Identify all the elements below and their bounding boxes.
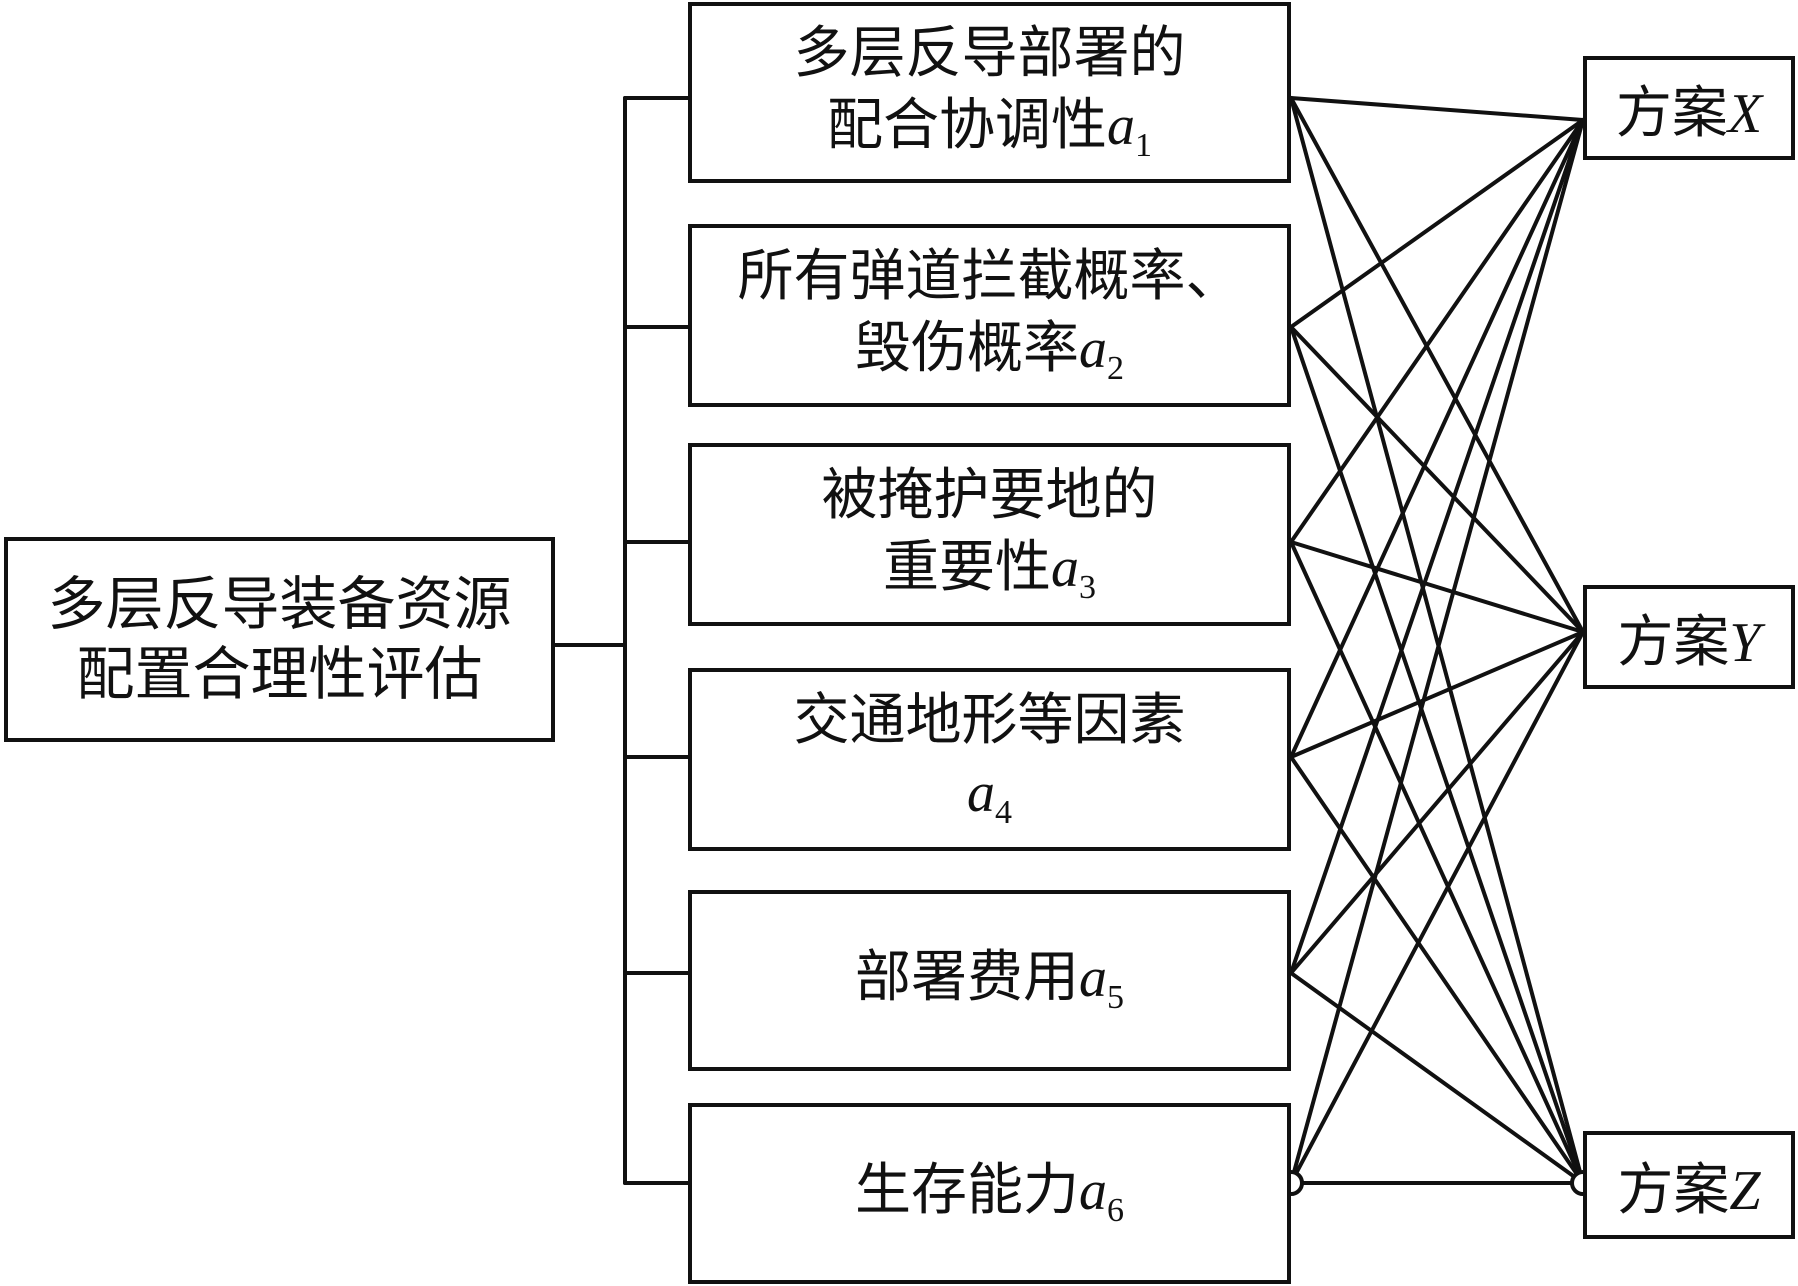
link-line-a4-z	[1289, 755, 1585, 1185]
link-line-a3-y	[1289, 540, 1585, 634]
criterion-5-line-1: 部署费用a5	[855, 942, 1124, 1019]
link-line-a6-x	[1289, 118, 1585, 1185]
criterion-1-variable: a	[1107, 94, 1135, 157]
option-y-variable: Y	[1729, 611, 1761, 674]
link-line-a1-y	[1289, 96, 1585, 634]
criterion-node-3: 被掩护要地的 重要性a3	[688, 443, 1291, 626]
criterion-2-subscript: 2	[1107, 349, 1124, 387]
option-node-z: 方案Z	[1583, 1131, 1795, 1239]
criterion-6-line-1: 生存能力a6	[855, 1155, 1124, 1232]
option-x-label: 方案X	[1616, 68, 1762, 149]
criterion-1-line-1: 多层反导部署的	[793, 20, 1186, 86]
link-line-a3-x	[1289, 118, 1585, 544]
criterion-6-text: 生存能力	[855, 1157, 1079, 1223]
criterion-3-line-1: 被掩护要地的	[821, 462, 1158, 528]
criterion-2-line-1: 所有弹道拦截概率、	[737, 243, 1242, 309]
criterion-3-line-2: 重要性a3	[883, 532, 1096, 609]
criterion-node-4: 交通地形等因素 a4	[688, 668, 1291, 851]
option-z-label: 方案Z	[1617, 1145, 1760, 1226]
criterion-3-text: 重要性	[883, 534, 1051, 600]
criterion-1-text: 配合协调性	[827, 92, 1107, 158]
option-x-variable: X	[1727, 82, 1763, 145]
link-line-a1-z	[1289, 96, 1585, 1185]
option-node-x: 方案X	[1583, 56, 1795, 160]
link-line-a4-y	[1289, 630, 1585, 759]
link-line-a2-y	[1289, 325, 1585, 634]
criterion-5-variable: a	[1079, 946, 1107, 1009]
criterion-4-line-1: 交通地形等因素	[793, 687, 1186, 753]
criterion-node-6: 生存能力a6	[688, 1103, 1291, 1284]
root-line-2: 配置合理性评估	[76, 639, 483, 708]
link-line-a1-x	[1289, 96, 1585, 122]
link-line-a5-x	[1289, 118, 1585, 975]
link-line-a5-z	[1289, 971, 1585, 1185]
option-y-text: 方案	[1617, 609, 1730, 675]
link-line-a2-z	[1289, 325, 1585, 1185]
criterion-node-5: 部署费用a5	[688, 890, 1291, 1071]
criterion-2-line-2: 毁伤概率a2	[855, 313, 1124, 390]
criterion-3-subscript: 3	[1079, 568, 1096, 606]
criterion-4-variable: a	[967, 761, 995, 824]
criterion-4-subscript: 4	[995, 793, 1012, 831]
link-line-a4-x	[1289, 118, 1585, 759]
link-line-a2-x	[1289, 118, 1585, 329]
criterion-3-variable: a	[1051, 536, 1079, 599]
option-z-variable: Z	[1729, 1159, 1761, 1222]
criterion-2-text: 毁伤概率	[855, 315, 1079, 381]
root-node: 多层反导装备资源 配置合理性评估	[4, 537, 555, 742]
criterion-6-variable: a	[1079, 1159, 1107, 1222]
root-line-1: 多层反导装备资源	[47, 569, 512, 638]
option-z-text: 方案	[1617, 1157, 1730, 1223]
link-line-a6-y	[1289, 630, 1585, 1185]
link-line-a5-y	[1289, 630, 1585, 975]
option-node-y: 方案Y	[1583, 585, 1795, 689]
criterion-1-line-2: 配合协调性a1	[827, 90, 1152, 167]
option-y-label: 方案Y	[1617, 597, 1760, 678]
criterion-node-2: 所有弹道拦截概率、 毁伤概率a2	[688, 224, 1291, 407]
criterion-2-variable: a	[1079, 317, 1107, 380]
option-x-text: 方案	[1615, 80, 1728, 146]
criterion-6-subscript: 6	[1107, 1191, 1124, 1229]
criterion-5-text: 部署费用	[855, 944, 1079, 1010]
criterion-4-line-2: a4	[967, 757, 1012, 834]
criterion-node-1: 多层反导部署的 配合协调性a1	[688, 2, 1291, 183]
criterion-5-subscript: 5	[1107, 978, 1124, 1016]
criterion-1-subscript: 1	[1135, 126, 1152, 164]
